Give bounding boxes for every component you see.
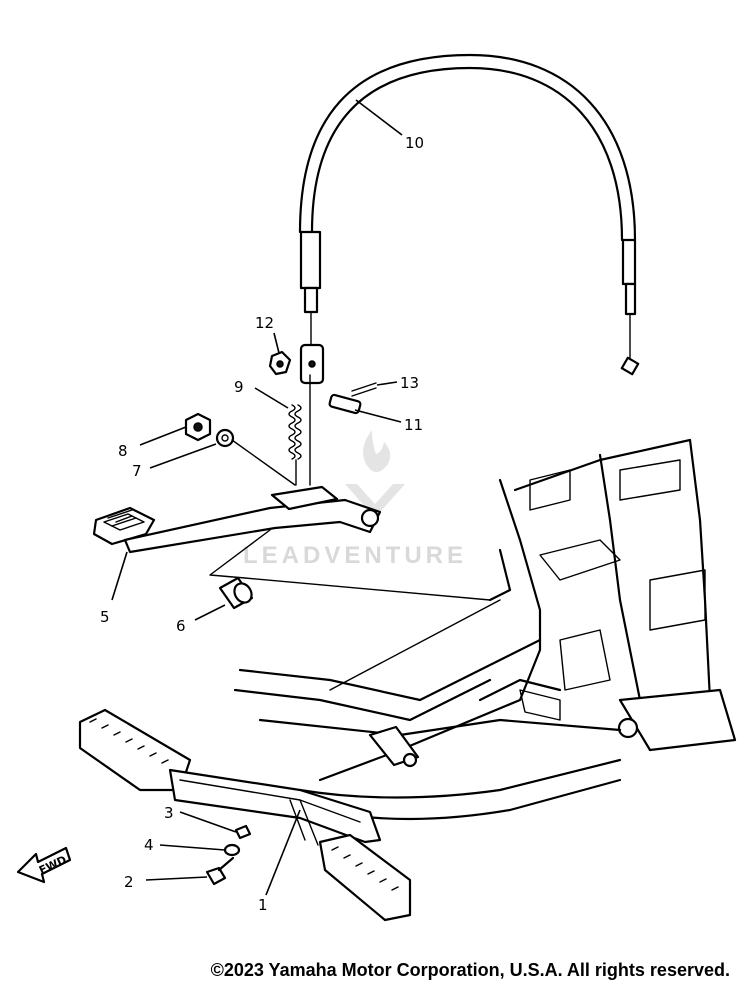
callout-10: 10 bbox=[405, 134, 424, 152]
part-1-footrest bbox=[78, 708, 412, 922]
frame bbox=[233, 438, 737, 821]
watermark: LEADVENTURE bbox=[243, 430, 467, 569]
assembly-lines bbox=[209, 374, 501, 691]
callout-12: 12 bbox=[255, 314, 274, 332]
part-5-brake-pedal bbox=[92, 485, 382, 554]
part-4-washer bbox=[223, 843, 241, 857]
leader-lines bbox=[111, 99, 403, 896]
part-7-washer bbox=[215, 428, 235, 448]
callout-7: 7 bbox=[132, 462, 142, 480]
callout-1: 1 bbox=[258, 896, 268, 914]
watermark-text: LEADVENTURE bbox=[243, 542, 467, 569]
callout-2: 2 bbox=[124, 873, 134, 891]
callout-5: 5 bbox=[100, 608, 110, 626]
part-2-bolt bbox=[205, 856, 235, 886]
callout-11: 11 bbox=[404, 416, 423, 434]
callout-3: 3 bbox=[164, 804, 174, 822]
part-12-nut bbox=[268, 350, 292, 376]
part-8-nut bbox=[184, 412, 212, 442]
part-3-cotter-pin bbox=[234, 824, 252, 840]
callout-8: 8 bbox=[118, 442, 128, 460]
callout-13: 13 bbox=[400, 374, 419, 392]
callout-9: 9 bbox=[234, 378, 244, 396]
part-6-collar bbox=[218, 576, 254, 610]
part-9-spring bbox=[288, 404, 302, 486]
part-10-cable bbox=[298, 53, 640, 376]
fwd-arrow-icon: FWD bbox=[16, 846, 72, 884]
part-11-pin bbox=[328, 393, 362, 415]
callout-labels: 10 12 13 9 11 8 7 5 6 3 4 2 1 bbox=[100, 134, 424, 914]
callout-6: 6 bbox=[176, 617, 186, 635]
copyright-notice: ©2023 Yamaha Motor Corporation, U.S.A. A… bbox=[210, 960, 730, 980]
callout-4: 4 bbox=[144, 836, 154, 854]
cable-joint bbox=[299, 343, 325, 385]
part-13-cotter-pin bbox=[351, 382, 377, 397]
